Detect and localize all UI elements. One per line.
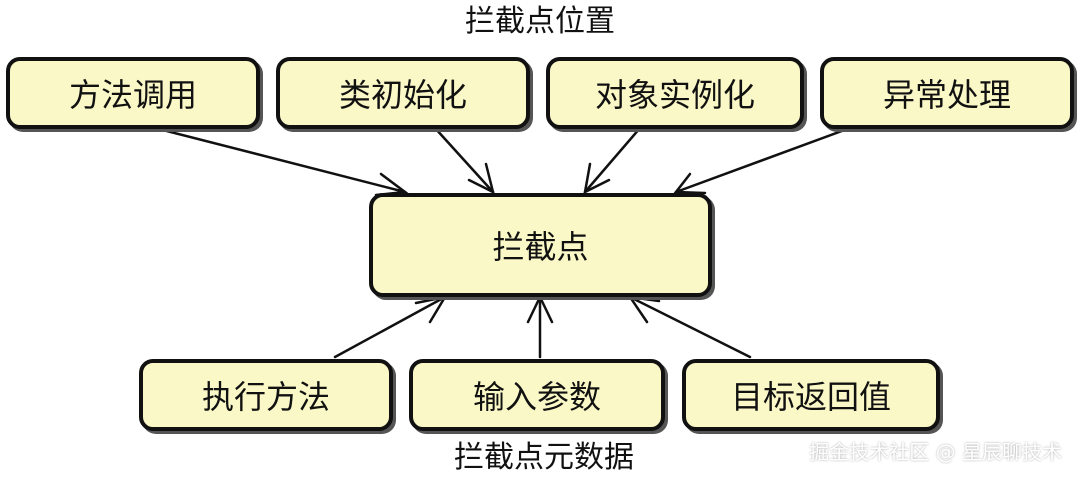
- node-object-instantiation: 对象实例化: [546, 57, 804, 129]
- watermark: 掘金技术社区 @ 星辰聊技术: [809, 440, 1062, 464]
- arrow-input-params: [526, 294, 554, 359]
- bottom-title: 拦截点元数据: [454, 440, 634, 475]
- arrow-object-instantiation: [583, 126, 642, 195]
- node-method-call: 方法调用: [6, 57, 260, 129]
- arrow-exception-handling: [673, 126, 852, 195]
- node-class-init: 类初始化: [276, 57, 530, 129]
- arrow-target-return-value: [627, 295, 752, 359]
- top-title: 拦截点位置: [465, 4, 615, 39]
- arrow-execute-method: [333, 295, 448, 359]
- node-execute-method: 执行方法: [139, 359, 393, 431]
- node-exception-handling: 异常处理: [820, 57, 1074, 129]
- node-target-return-value: 目标返回值: [682, 359, 940, 431]
- node-interception-point: 拦截点: [369, 193, 712, 297]
- arrow-method-call: [153, 126, 409, 197]
- arrow-class-init: [433, 126, 495, 195]
- node-input-params: 输入参数: [409, 359, 665, 431]
